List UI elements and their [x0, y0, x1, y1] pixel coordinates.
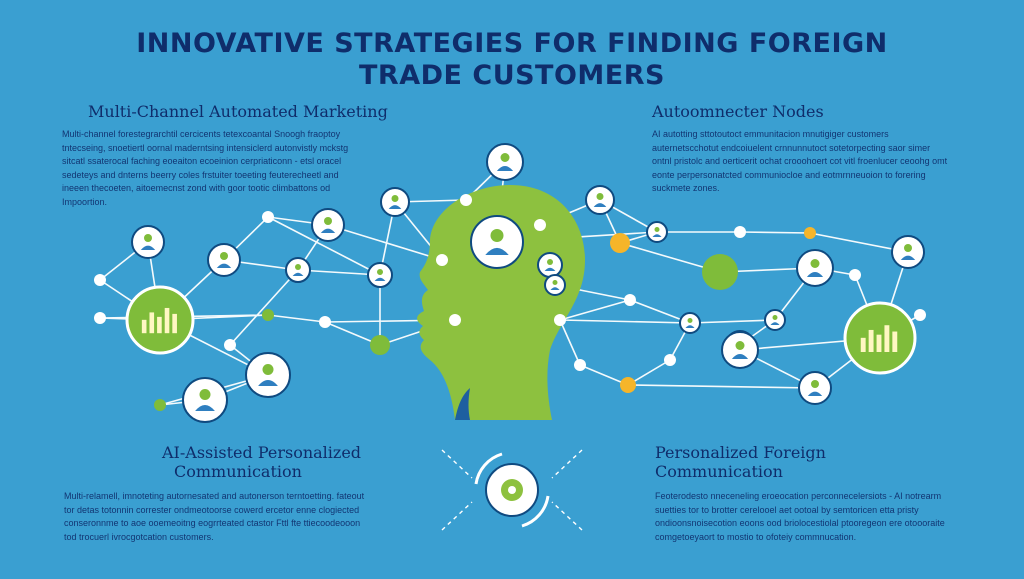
user-node-icon — [721, 331, 759, 369]
network-line — [739, 231, 811, 234]
cycle-gear-icon — [441, 449, 583, 531]
heading-multi-channel-marketing: Multi-Channel Automated Marketing — [88, 102, 388, 121]
user-node-icon — [891, 235, 925, 269]
white-dot — [436, 254, 448, 266]
network-line — [327, 224, 443, 261]
user-node-icon — [537, 252, 563, 278]
white-dot — [319, 316, 331, 328]
user-node-icon — [245, 352, 291, 398]
chart-node-icon — [843, 301, 917, 375]
user-node-icon — [131, 225, 165, 259]
neck-shadow — [455, 388, 470, 420]
user-node-icon — [311, 208, 345, 242]
body-automated-nodes: AI autotting sttotoutoct emmunitacion mn… — [652, 129, 948, 193]
network-line — [297, 269, 381, 276]
network-line — [267, 314, 326, 323]
white-dot — [849, 269, 861, 281]
orange-dot — [620, 377, 636, 393]
head-silhouette — [417, 185, 585, 420]
green-dot — [262, 309, 274, 321]
white-dot — [574, 359, 586, 371]
network-line — [559, 319, 581, 366]
white-dot — [449, 314, 461, 326]
body-personalized-foreign-communication: Feoterodesto nneceneling eroeocation per… — [655, 491, 945, 542]
network-line — [229, 269, 299, 346]
network-line — [559, 299, 631, 321]
heading-ai-assisted-communication: AI-Assisted Personalized Communication — [162, 443, 362, 481]
network-line — [267, 216, 381, 276]
network-nodes — [94, 143, 926, 423]
network-line — [689, 319, 776, 324]
title-line-1: INNOVATIVE STRATEGIES FOR FINDING FOREIG… — [136, 28, 888, 59]
network-line — [627, 359, 671, 386]
user-node-icon — [182, 377, 228, 423]
white-dot — [460, 194, 472, 206]
title-line-2: TRADE CUSTOMERS — [359, 60, 665, 91]
user-node-icon — [285, 257, 311, 283]
heading-personalized-foreign-communication: Personalized Foreign Communication — [655, 443, 826, 481]
white-dot — [664, 354, 676, 366]
green-dot — [370, 335, 390, 355]
white-dot — [554, 314, 566, 326]
chart-node-icon — [125, 285, 195, 355]
orange-dot — [610, 233, 630, 253]
white-dot — [624, 294, 636, 306]
user-node-icon — [486, 143, 524, 181]
white-dot — [94, 312, 106, 324]
user-node-icon — [544, 274, 566, 296]
white-dot — [94, 274, 106, 286]
network-line — [559, 319, 691, 324]
orange-dot — [804, 227, 816, 239]
white-dot — [224, 339, 236, 351]
user-node-icon — [679, 312, 701, 334]
user-node-icon — [796, 249, 834, 287]
user-node-icon — [585, 185, 615, 215]
body-ai-assisted-communication: Multi-relamell, imnoteting autornesated … — [64, 491, 365, 542]
user-node-icon — [798, 371, 832, 405]
green-dot — [702, 254, 738, 290]
network-line — [579, 364, 629, 386]
heading-automated-nodes: Autoomnecter Nodes — [652, 102, 824, 121]
green-dot — [154, 399, 166, 411]
user-node-icon — [764, 309, 786, 331]
user-node-icon — [646, 221, 668, 243]
white-dot — [534, 219, 546, 231]
user-node-icon — [380, 187, 410, 217]
body-multi-channel-marketing: Multi-channel forestegrarchtil cercicent… — [62, 129, 349, 207]
user-node-icon — [207, 243, 241, 277]
white-dot — [262, 211, 274, 223]
white-dot — [914, 309, 926, 321]
white-dot — [734, 226, 746, 238]
network-line — [627, 384, 816, 389]
user-node-icon — [367, 262, 393, 288]
user-node-icon — [470, 215, 524, 269]
